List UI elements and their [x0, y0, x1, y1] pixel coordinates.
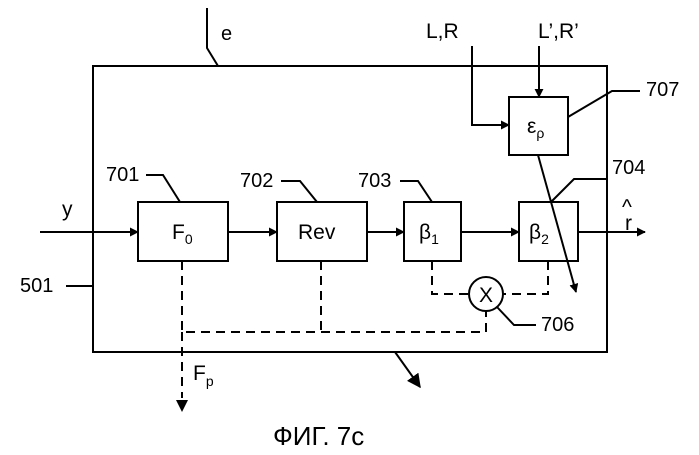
lr-prime-label: L’,R’: [538, 20, 579, 43]
dashed-f0: [182, 261, 486, 332]
ref-501: 501: [20, 275, 53, 297]
r-hat-label: r: [625, 212, 632, 235]
frame-output-arrow: [395, 352, 420, 387]
leader-701: [146, 175, 180, 202]
leader-704: [551, 179, 606, 202]
y-label: y: [62, 198, 73, 221]
multiplier-symbol: X: [479, 284, 493, 307]
ref-706: 706: [541, 314, 574, 336]
lr-input-arrow: [472, 46, 509, 125]
figure-caption: ФИГ. 7с: [273, 421, 364, 451]
e-input-line: [207, 8, 218, 66]
ref-707: 707: [646, 79, 679, 101]
leader-702: [281, 181, 317, 202]
dashed-beta2: [503, 261, 548, 294]
leader-703: [400, 181, 432, 202]
ref-703: 703: [358, 170, 391, 192]
ref-702: 702: [240, 170, 273, 192]
e-label: e: [221, 23, 232, 45]
leader-706: [497, 307, 536, 325]
fp-label: Fp: [193, 362, 214, 389]
leader-707: [568, 91, 640, 117]
block-rev-name: Rev: [298, 221, 336, 244]
ref-701: 701: [106, 164, 139, 186]
dashed-beta1: [432, 261, 469, 294]
lr-label: L,R: [426, 20, 459, 43]
fp-arrowhead: [176, 400, 188, 412]
ref-704: 704: [612, 157, 645, 179]
